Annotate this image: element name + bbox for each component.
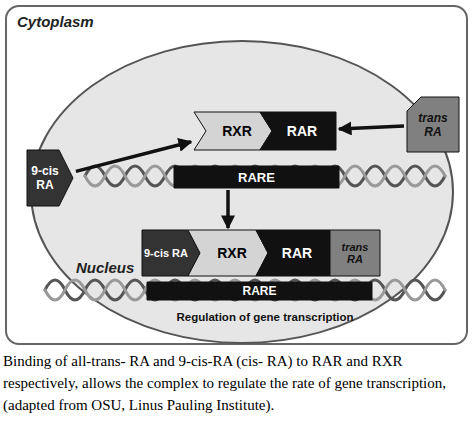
shape-fill bbox=[330, 230, 380, 276]
molecule-shape: RXR bbox=[194, 112, 272, 150]
node-label: 9-cis RA bbox=[28, 164, 62, 192]
shape-fill bbox=[407, 97, 459, 152]
node-label: RXR bbox=[217, 245, 247, 261]
shape-fill bbox=[27, 150, 73, 206]
molecule-shape: trans RA bbox=[330, 230, 380, 276]
node-label: RARE bbox=[242, 284, 276, 298]
shape-fill bbox=[188, 230, 268, 276]
molecule-shape: RXR bbox=[188, 230, 268, 276]
shape-fill bbox=[260, 112, 336, 150]
node-label: RAR bbox=[287, 123, 317, 139]
molecule-shape: RAR bbox=[256, 230, 330, 276]
node-label: trans RA bbox=[333, 241, 377, 265]
cell-boundary: CytoplasmNucleusRXRRARRARE9-cis RARXRRAR… bbox=[5, 5, 468, 345]
shape-fill bbox=[174, 166, 339, 188]
shape-fill bbox=[194, 112, 272, 150]
response-element-bar: RARE bbox=[147, 282, 372, 300]
node-label: Cytoplasm bbox=[17, 13, 157, 30]
molecule-shape: trans RA bbox=[407, 97, 459, 152]
shape-fill bbox=[256, 230, 330, 276]
node-label: 9-cis RA bbox=[144, 247, 188, 259]
shape-fill bbox=[31, 41, 453, 343]
molecule-shape: RAR bbox=[260, 112, 336, 150]
molecule-shape: 9-cis RA bbox=[27, 150, 73, 206]
process-note: Regulation of gene transcription bbox=[130, 311, 400, 323]
shape-fill bbox=[147, 282, 372, 300]
node-label: RARE bbox=[238, 170, 275, 185]
node-label: RAR bbox=[282, 245, 312, 261]
node-label: trans RA bbox=[413, 111, 453, 139]
node-label: RXR bbox=[222, 123, 252, 139]
response-element-bar: RARE bbox=[174, 166, 339, 188]
figure-caption: Binding of all-trans- RA and 9-cis-RA (c… bbox=[3, 350, 471, 416]
